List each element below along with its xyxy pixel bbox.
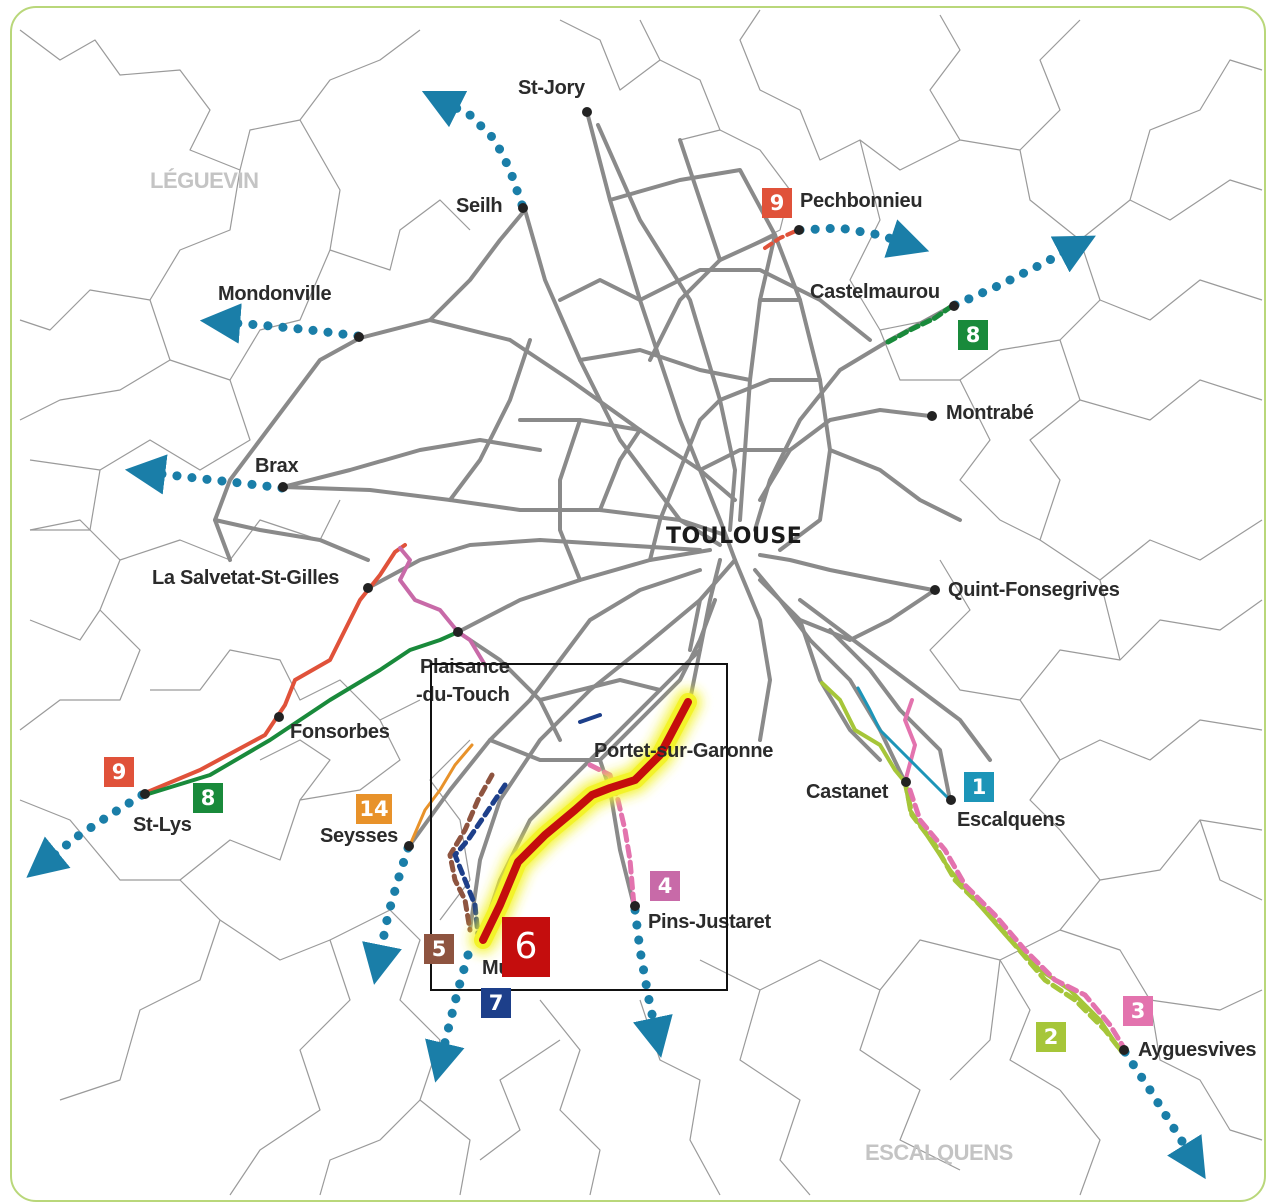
line-8-west: [143, 630, 460, 797]
arrow-muret: [425, 950, 473, 1083]
line-7: [452, 782, 508, 938]
map-frame: [10, 6, 1266, 1202]
line-9-west: [143, 543, 407, 795]
town-label-fonsorbes: Fonsorbes: [290, 721, 390, 743]
badge-line-6: 6: [502, 917, 550, 977]
arrow-pins: [630, 905, 673, 1058]
badge-line-9-north: 9: [762, 188, 792, 218]
badge-line-5: 5: [424, 934, 454, 964]
town-label-castanet: Castanet: [806, 781, 889, 803]
line-4-south: [587, 762, 637, 909]
arrow-ayguesvives: [1120, 1047, 1206, 1180]
town-label-castelmaurou: Castelmaurou: [810, 281, 940, 303]
area-label-escalquens: ESCALQUENS: [865, 1140, 1013, 1165]
line-6-highlight: [470, 689, 701, 953]
town-label-brax: Brax: [255, 455, 299, 477]
arrow-castelmaurou: [950, 235, 1096, 310]
badge-line-3: 3: [1123, 996, 1153, 1026]
arrow-stlys: [26, 790, 147, 878]
badge-line-8-north: 8: [958, 320, 988, 350]
line-8-north: [885, 303, 955, 345]
arrow-mondonville: [199, 303, 363, 344]
town-label-escalquens: Escalquens: [957, 809, 1066, 831]
town-label-la-salvetat: La Salvetat-St-Gilles: [152, 567, 340, 589]
town-label-seysses: Seysses: [320, 825, 398, 847]
arrow-seysses: [362, 843, 413, 985]
direction-arrows: [26, 90, 1206, 1180]
town-label-portet: Portet-sur-Garonne: [594, 740, 774, 762]
area-label-leguevin: LÉGUEVIN: [150, 168, 259, 193]
line-6: [479, 698, 692, 944]
town-label-quint-fonsegrives: Quint-Fonsegrives: [948, 579, 1120, 601]
arrow-brax: [124, 454, 287, 495]
focus-area-frame: [430, 663, 728, 991]
line-2: [820, 681, 1122, 1052]
town-label-st-jory: St-Jory: [518, 77, 585, 99]
town-label-mondonville: Mondonville: [218, 283, 332, 305]
town-label-seilh: Seilh: [456, 195, 503, 217]
line-4-north: [398, 546, 487, 667]
badge-line-9-west: 9: [104, 757, 134, 787]
town-label-du-touch: -du-Touch: [416, 684, 510, 706]
road-network: [213, 110, 992, 942]
bus-lines: [143, 228, 1127, 1055]
town-label-st-lys: St-Lys: [133, 814, 192, 836]
town-label-pins-justaret: Pins-Justaret: [648, 911, 771, 933]
town-label-pechbonnieu: Pechbonnieu: [800, 190, 923, 212]
city-label: TOULOUSE: [666, 524, 803, 549]
town-dots: [140, 107, 1129, 1055]
commune-boundaries: [19, 9, 1263, 1196]
line-3: [903, 698, 917, 784]
badge-line-4: 4: [650, 871, 680, 901]
arrow-pechbonnieu: [795, 219, 930, 258]
town-label-ayguesvives: Ayguesvives: [1138, 1039, 1257, 1061]
badge-line-8-west: 8: [193, 783, 223, 813]
badge-line-7: 7: [481, 988, 511, 1018]
line-5: [447, 772, 495, 933]
town-label-montrabe: Montrabé: [946, 402, 1034, 424]
badge-line-1: 1: [964, 772, 994, 802]
arrow-seilh: [421, 90, 527, 210]
badge-line-2: 2: [1036, 1022, 1066, 1052]
badge-line-14: 14: [356, 794, 392, 824]
line-9-north: [763, 228, 800, 250]
town-label-plaisance: Plaisance: [420, 656, 510, 678]
line-1: [856, 686, 952, 802]
line-14: [408, 743, 474, 847]
